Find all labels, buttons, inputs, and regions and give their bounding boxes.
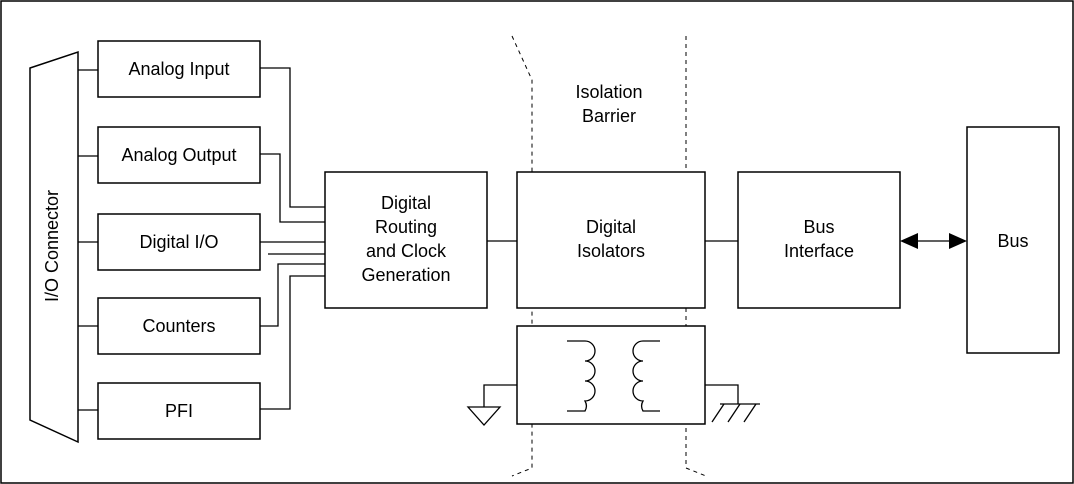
routing-line-1: Digital bbox=[381, 193, 431, 213]
bidirectional-arrow bbox=[900, 233, 967, 249]
routing-line-2: Routing bbox=[375, 217, 437, 237]
bus-block: Bus bbox=[966, 126, 1060, 354]
digital-io-block: Digital I/O bbox=[97, 213, 261, 271]
routing-line-3: and Clock bbox=[366, 241, 447, 261]
transformer-block bbox=[516, 325, 706, 425]
connector-stubs bbox=[78, 69, 98, 411]
analog-output-block: Analog Output bbox=[97, 126, 261, 184]
digital-io-label: Digital I/O bbox=[139, 232, 218, 252]
bus-label: Bus bbox=[997, 231, 1028, 251]
isolation-barrier-label-1: Isolation bbox=[575, 82, 642, 102]
pfi-label: PFI bbox=[165, 401, 193, 421]
digital-routing-block: Digital Routing and Clock Generation bbox=[324, 171, 488, 309]
isolators-line-2: Isolators bbox=[577, 241, 645, 261]
bus-interface-line-1: Bus bbox=[803, 217, 834, 237]
counters-block: Counters bbox=[97, 297, 261, 355]
routing-wires bbox=[260, 67, 325, 410]
digital-isolators-block: Digital Isolators bbox=[516, 171, 706, 309]
io-connector-shape bbox=[29, 50, 79, 444]
analog-input-block: Analog Input bbox=[97, 40, 261, 98]
ground-symbol-left bbox=[466, 384, 517, 426]
transformer-coil-left bbox=[567, 340, 596, 412]
pfi-block: PFI bbox=[97, 382, 261, 440]
analog-output-label: Analog Output bbox=[121, 145, 236, 165]
isolators-line-1: Digital bbox=[586, 217, 636, 237]
transformer-coil-right bbox=[632, 340, 660, 412]
analog-input-label: Analog Input bbox=[128, 59, 229, 79]
routing-line-4: Generation bbox=[361, 265, 450, 285]
counters-label: Counters bbox=[142, 316, 215, 336]
chassis-ground-symbol bbox=[705, 384, 760, 423]
isolation-barrier-label-2: Barrier bbox=[582, 106, 636, 126]
bus-interface-line-2: Interface bbox=[784, 241, 854, 261]
io-connector-label: I/O Connector bbox=[42, 190, 62, 302]
bus-interface-block: Bus Interface bbox=[737, 171, 901, 309]
